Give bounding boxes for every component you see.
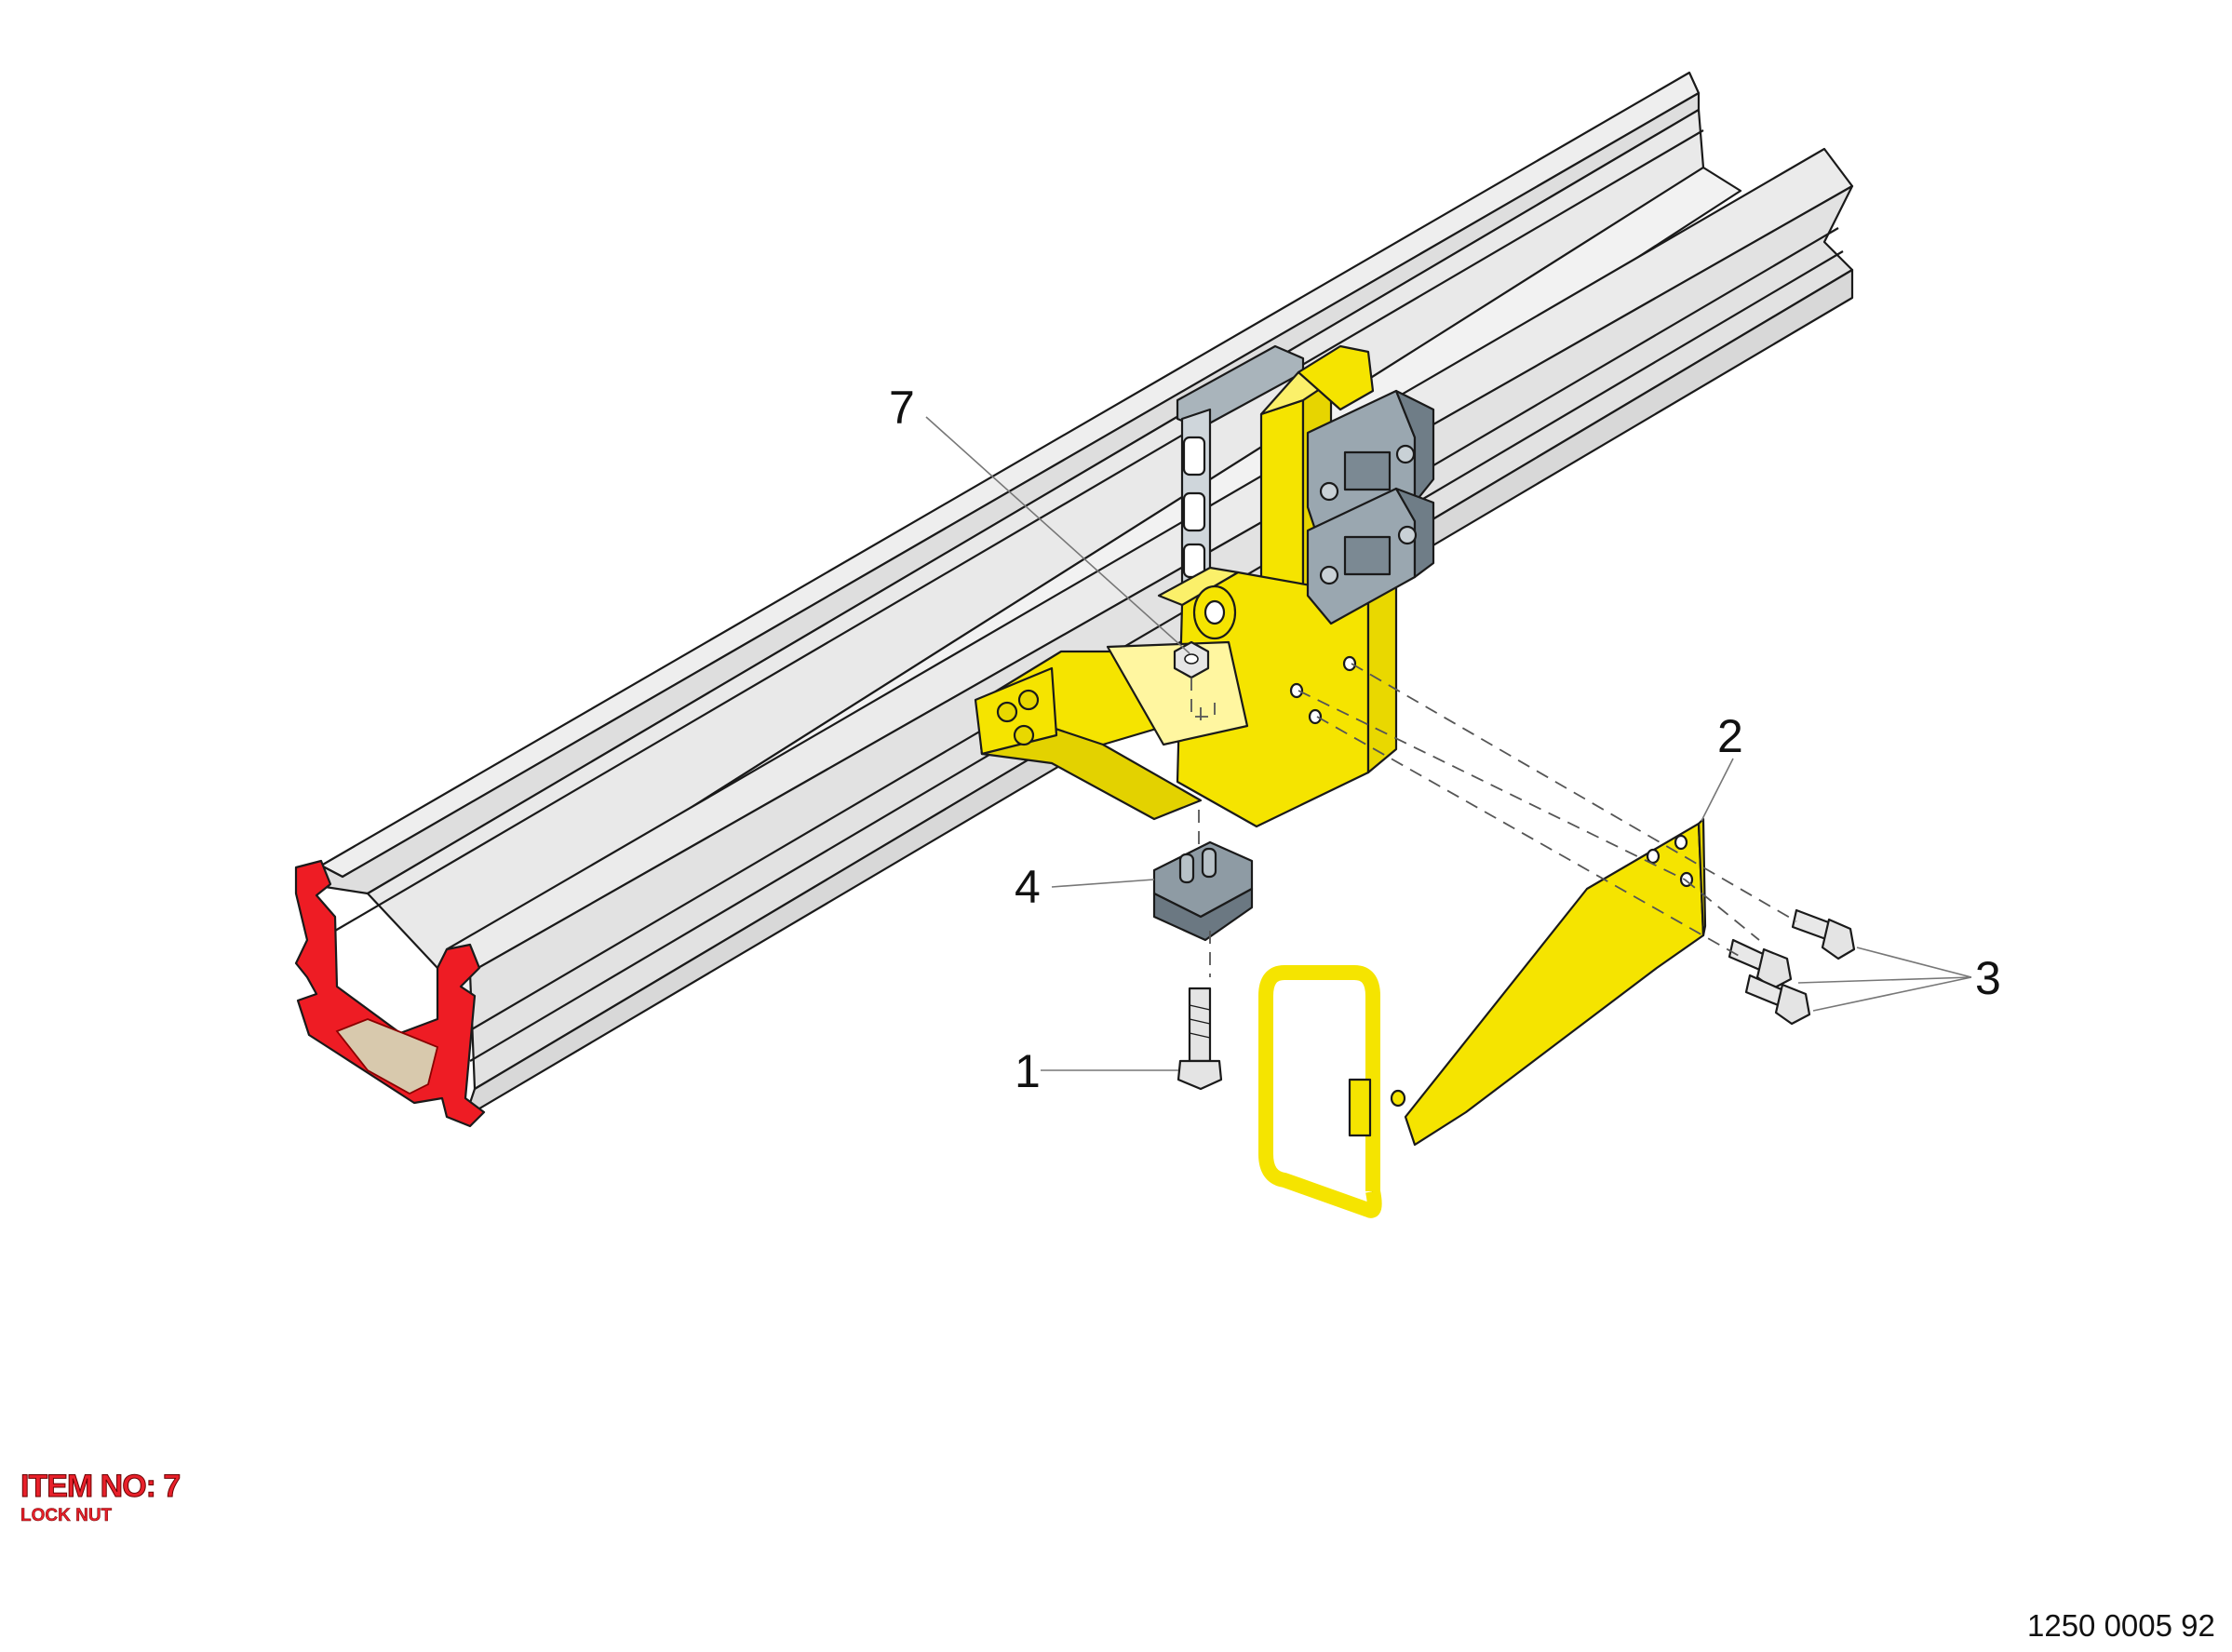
- callout-7: 7: [889, 382, 915, 434]
- front-clamp: [1306, 389, 1435, 625]
- handle-arm: [1258, 817, 1707, 1218]
- rear-clamp: [1176, 344, 1305, 598]
- rail-cross-section: [294, 859, 486, 1128]
- bolt-1: [1177, 987, 1223, 1091]
- callout-labels: 7 2 4 3 1: [889, 382, 2001, 1097]
- callout-2: 2: [1717, 710, 1743, 762]
- item-description: LOCK NUT: [20, 1506, 113, 1526]
- slider-block: [1152, 810, 1254, 977]
- bolts-3: [1728, 908, 1856, 1026]
- leader-lines: [925, 416, 1972, 1071]
- callout-4: 4: [1015, 861, 1041, 913]
- callout-1: 1: [1015, 1045, 1041, 1097]
- callout-3: 3: [1975, 952, 2001, 1004]
- document-number: 1250 0005 92: [2027, 1608, 2215, 1643]
- item-number-title: ITEM NO: 7: [20, 1469, 181, 1505]
- main-bracket: [974, 344, 1398, 828]
- lock-nut: [1173, 640, 1216, 721]
- assembly-lines: [1298, 663, 1797, 958]
